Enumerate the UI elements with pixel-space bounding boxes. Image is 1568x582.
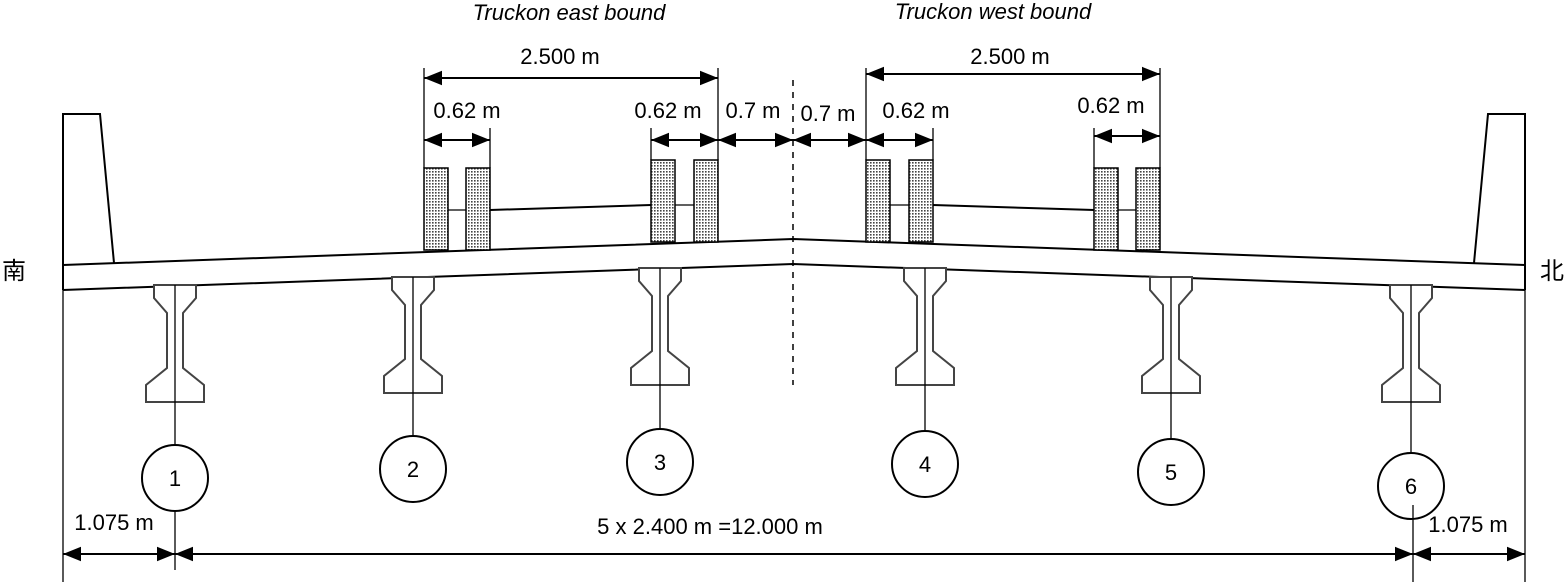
south-label: 南 [2,257,26,285]
girder-label-circle [626,428,694,496]
east-wheel-left-label: 0.62 m [433,98,500,123]
west-lane-title: Truckon west bound [895,0,1092,24]
tire [423,167,449,251]
girder-label-circle [1137,438,1205,506]
girder-group: 1 2 3 4 5 6 [141,267,1445,520]
girder-2: 2 [379,276,447,503]
girder-1: 1 [141,284,209,512]
axle [932,204,1095,211]
axle [489,204,652,211]
girder-number: 5 [1165,460,1177,485]
girder-6: 6 [1377,284,1445,520]
right-parapet [1473,113,1526,265]
girder-spacing-label: 5 x 2.400 m =12.000 m [597,514,823,539]
top-extension-lines [423,68,1161,168]
gap-right-label: 0.7 m [800,101,855,126]
girder-label-circle [891,430,959,498]
east-truck [423,159,719,251]
left-parapet [62,113,115,265]
deck-bottom [62,262,1526,291]
east-wheel-right-label: 0.62 m [634,98,701,123]
tire [1093,167,1119,251]
west-wheel-right-label: 0.62 m [1077,93,1144,118]
tire [465,167,491,251]
tire [650,159,676,243]
girder-5: 5 [1137,276,1205,506]
girder-number: 4 [919,452,931,477]
west-span-label: 2.500 m [970,44,1050,69]
girder-number: 1 [169,466,181,491]
gap-left-label: 0.7 m [725,98,780,123]
tire [908,159,934,243]
left-overhang-label: 1.075 m [74,510,154,535]
west-wheel-left-label: 0.62 m [882,98,949,123]
tire [1135,167,1161,251]
tire [865,159,891,243]
girder-number: 2 [407,457,419,482]
tire [693,159,719,243]
right-overhang-label: 1.075 m [1428,512,1508,537]
west-truck [865,159,1161,251]
deck-top [62,237,1526,266]
girder-number: 3 [654,450,666,475]
north-label: 北 [1540,257,1564,285]
girder-3: 3 [626,267,694,496]
girder-label-circle [379,435,447,503]
girder-4: 4 [891,267,959,498]
east-lane-title: Truckon east bound [473,0,667,25]
girder-label-circle [1377,452,1445,520]
east-span-label: 2.500 m [520,44,600,69]
girder-number: 6 [1405,474,1417,499]
